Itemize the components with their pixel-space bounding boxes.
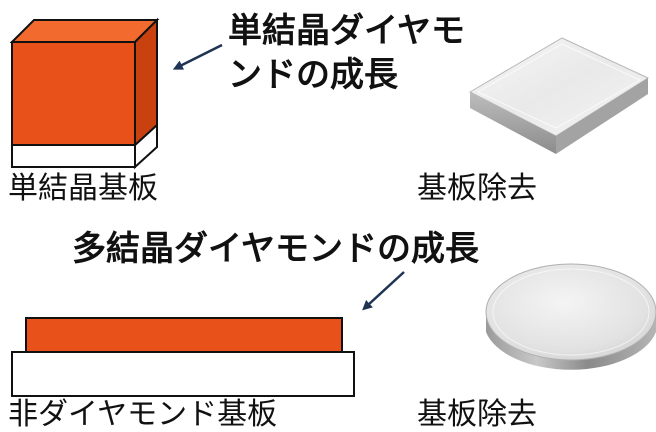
bottom-substrate-removal-caption: 基板除去	[417, 397, 537, 432]
non-diamond-substrate-caption: 非ダイヤモンド基板	[8, 397, 278, 432]
polycrystal-stack	[11, 317, 355, 397]
top-substrate-removal-caption: 基板除去	[417, 171, 537, 206]
single-crystal-diamond-front	[11, 41, 136, 146]
non-diamond-substrate	[11, 351, 355, 397]
single-crystal-diamond-top	[9, 19, 160, 43]
single-crystal-growth-title-line1: 単結晶ダイヤモ	[228, 11, 465, 51]
single-crystal-block	[9, 17, 160, 170]
single-crystal-plate-image	[468, 37, 650, 154]
single-crystal-substrate	[11, 144, 136, 168]
single-crystal-substrate-caption: 単結晶基板	[8, 171, 158, 206]
polycrystal-disc-image	[485, 263, 656, 370]
polycrystal-diamond-layer	[25, 317, 343, 353]
arrow-to-single-crystal	[172, 43, 223, 70]
arrow-to-polycrystal	[362, 271, 405, 311]
single-crystal-growth-title-line2: ンドの成長	[228, 55, 398, 95]
single-crystal-diamond-side	[134, 17, 158, 148]
polycrystal-growth-title: 多結晶ダイヤモンドの成長	[72, 229, 479, 269]
